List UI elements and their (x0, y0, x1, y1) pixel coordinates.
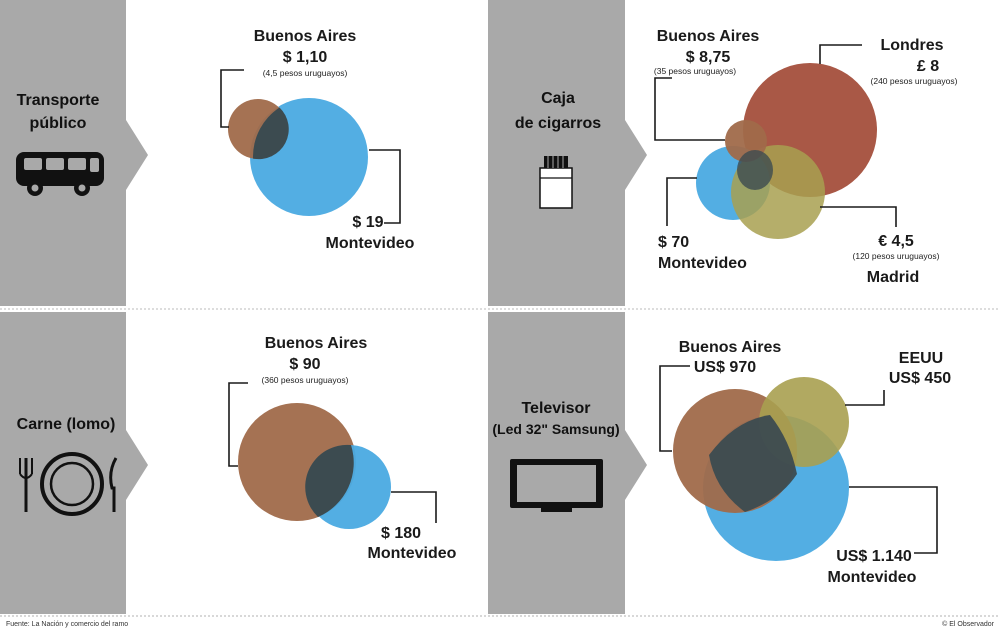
overlap-televisor (709, 415, 797, 512)
leader-montevideo-cigarros (666, 177, 697, 226)
tv-icon (510, 459, 603, 512)
leader-montevideo-carne (391, 491, 437, 523)
leader-buenos-aires-carne (228, 382, 248, 467)
price-montevideo-carne: $ 180 (381, 525, 421, 542)
panel-cigarros-bg (488, 0, 647, 306)
label-montevideo-carne: Montevideo (368, 545, 457, 562)
category-cigarros-line2: de cigarros (515, 115, 601, 132)
note-buenos-aires-transporte: (4,5 pesos uruguayos) (263, 68, 348, 78)
price-buenos-aires-televisor: US$ 970 (694, 359, 756, 376)
price-montevideo-cigarros: $ 70 (658, 234, 689, 251)
leader-eeuu-televisor (845, 390, 885, 406)
category-carne: Carne (lomo) (17, 416, 116, 433)
price-buenos-aires-carne: $ 90 (289, 356, 320, 373)
leader-montevideo-televisor (849, 486, 938, 554)
label-montevideo-televisor: Montevideo (828, 569, 917, 586)
label-buenos-aires-transporte: Buenos Aires (254, 28, 357, 45)
note-madrid-cigarros: (120 pesos uruguayos) (853, 251, 940, 261)
category-televisor-line2: (Led 32" Samsung) (492, 421, 619, 437)
overlap-cigarros (737, 150, 773, 190)
label-buenos-aires-televisor: Buenos Aires (679, 339, 782, 356)
cigarette-box-icon (539, 156, 573, 209)
note-londres-cigarros: (240 pesos uruguayos) (871, 76, 958, 86)
plate-cutlery-icon (19, 452, 118, 516)
leader-londres-cigarros (819, 44, 862, 64)
label-eeuu-televisor: EEUU (899, 350, 943, 367)
category-transporte-line2: público (30, 115, 87, 132)
category-transporte-line1: Transporte (17, 92, 100, 109)
leader-buenos-aires-televisor (659, 365, 690, 452)
note-buenos-aires-cigarros: (35 pesos uruguayos) (654, 66, 736, 76)
price-montevideo-televisor: US$ 1.140 (836, 548, 912, 565)
leader-buenos-aires-cigarros (654, 77, 725, 141)
leader-madrid-cigarros (820, 206, 897, 227)
price-buenos-aires-cigarros: $ 8,75 (686, 49, 731, 66)
bus-icon (16, 152, 104, 196)
footer-credit: © El Observador (942, 620, 995, 628)
category-televisor-line1: Televisor (521, 400, 590, 417)
label-montevideo-cigarros: Montevideo (658, 255, 747, 272)
label-londres-cigarros: Londres (880, 37, 943, 54)
footer-source: Fuente: La Nación y comercio del ramo (6, 621, 128, 628)
category-cigarros-line1: Caja (541, 90, 575, 107)
leader-buenos-aires-transporte (220, 69, 244, 128)
price-montevideo-transporte: $ 19 (352, 214, 383, 231)
price-eeuu-televisor: US$ 450 (889, 370, 951, 387)
label-buenos-aires-carne: Buenos Aires (265, 335, 368, 352)
price-londres-cigarros: £ 8 (917, 58, 939, 75)
label-madrid-cigarros: Madrid (867, 269, 919, 286)
price-buenos-aires-transporte: $ 1,10 (283, 49, 328, 66)
price-madrid-cigarros: € 4,5 (878, 233, 914, 250)
label-buenos-aires-cigarros: Buenos Aires (657, 28, 760, 45)
note-buenos-aires-carne: (360 pesos uruguayos) (262, 375, 349, 385)
leader-montevideo-transporte (369, 149, 401, 224)
overlap-carne (305, 444, 354, 517)
label-montevideo-transporte: Montevideo (326, 235, 415, 252)
overlap-transporte (252, 107, 289, 160)
